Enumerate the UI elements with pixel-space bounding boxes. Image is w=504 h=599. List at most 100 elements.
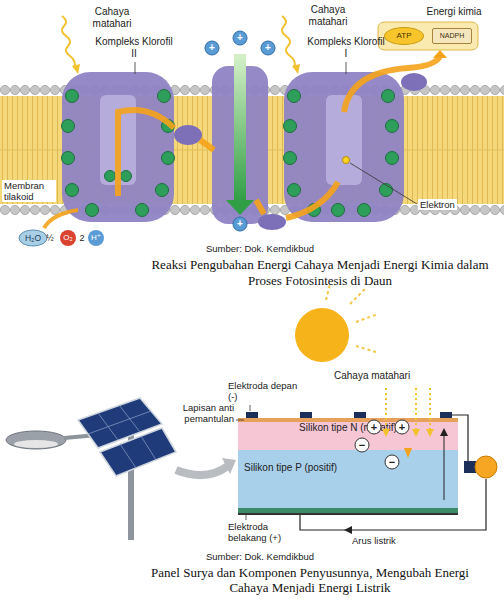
electrode-label: Elektroda depan (-) [228,380,300,402]
complex-label: Kompleks Klorofil II [94,36,174,60]
coefficient-label: 2 [78,232,86,244]
charge-sign: + [394,420,410,434]
electron-flow [286,182,338,218]
ion-label: + [232,217,248,231]
oxygen-circle [60,230,76,246]
chlorophyll [66,184,79,197]
nadph-box: NADPH [432,28,472,44]
chlorophyll [121,171,132,182]
ion-label: + [260,41,276,55]
proton-flow [234,54,246,202]
light-label: Cahaya matahari [80,6,144,30]
panel-grid [88,411,151,434]
leader-line [346,62,347,74]
complex-label: Kompleks Klorofil I [306,36,386,60]
chlorophyll [386,120,399,133]
chlorophyll [386,152,399,165]
molecule-label: O₂ [60,232,76,244]
chlorophyll [158,90,171,103]
lamp-head [6,431,66,449]
chlorophyll [162,152,175,165]
electrode-label: Elektroda belakang (+) [228,521,300,543]
light-label: Cahaya matahari [296,4,360,28]
water-molecule [19,230,47,246]
chlorophyll [332,204,345,217]
charge-sign: − [384,455,400,469]
chlorophyll [358,204,371,217]
bulb-socket [464,461,476,473]
light-ray [282,16,295,68]
energy-holder [378,22,478,50]
front-electrode [354,412,366,418]
chlorophyll [288,90,301,103]
electron-flow [118,110,174,196]
sun-ray [350,288,366,304]
source-note: Sumber: Dok. Kemdikbud [150,243,370,254]
source-note: Sumber: Dok. Kemdikbud [150,551,370,562]
photosystem-body [62,72,174,222]
photosystem-body [284,72,404,222]
coating-label: Lapisan anti pemantulan [170,402,234,424]
chlorophyll [105,171,116,182]
figure-caption: Panel Surya dan Komponen Penyusunnya, Me… [130,565,490,595]
sun [295,308,349,362]
solar-panel [100,428,176,476]
node-text: ATP [397,31,412,40]
carrier-protein [174,125,202,145]
electron-dot [343,157,350,164]
n-type-layer: Silikon tipe N (negatif) [238,422,458,450]
chlorophyll [66,90,79,103]
carrier-protein [401,73,427,91]
electron-flow [44,210,78,228]
arrow-head [72,64,80,74]
current-label: Arus listrik [352,535,432,546]
chlorophyll [62,120,75,133]
chlorophyll [136,204,149,217]
sun-ray [356,314,378,322]
light-bulb [475,456,497,478]
panel-grid [120,444,136,468]
electron-flow [256,200,264,214]
carrier-protein [258,214,286,230]
panel-grid [141,436,156,460]
atp-ellipse: ATP [384,27,424,45]
chlorophyll [382,90,395,103]
front-electrode [300,412,312,418]
node-text: Silikon tipe N (negatif) [299,422,397,434]
leader-line [236,420,244,421]
p-type-layer: Silikon tipe P (positif) [238,450,458,508]
zoom-arrow [176,466,228,475]
back-plate [238,513,458,515]
arrow-head [292,64,300,74]
arrow-head [433,50,447,58]
ion-label: + [204,41,220,55]
light-label: Cahaya matahari [334,370,444,382]
charge-sign: + [366,420,382,434]
chlorophyll [62,152,75,165]
molecule-label: H₂O [19,232,47,244]
back-electrode [238,508,458,513]
chlorophyll [284,152,297,165]
electron-flow [200,140,214,150]
leader-line [250,405,251,411]
sun-ray [356,346,376,352]
ion-circle [205,41,219,55]
ion-label: + [232,31,248,45]
front-electrode [246,412,258,418]
leader-line [135,62,136,74]
coefficient-label: ½ [45,232,55,244]
chlorophyll [156,184,169,197]
hydrogen-circle [88,230,104,246]
chlorophyll [86,204,99,217]
front-electrode [440,412,452,418]
electron-flow [344,56,440,112]
figure-caption: Reaksi Pengubahan Energi Cahaya Menjadi … [140,257,500,289]
arrow-head [226,200,254,215]
chlorophyll [288,184,301,197]
ion-label: H⁺ [88,232,104,244]
ion-circle [233,31,247,45]
